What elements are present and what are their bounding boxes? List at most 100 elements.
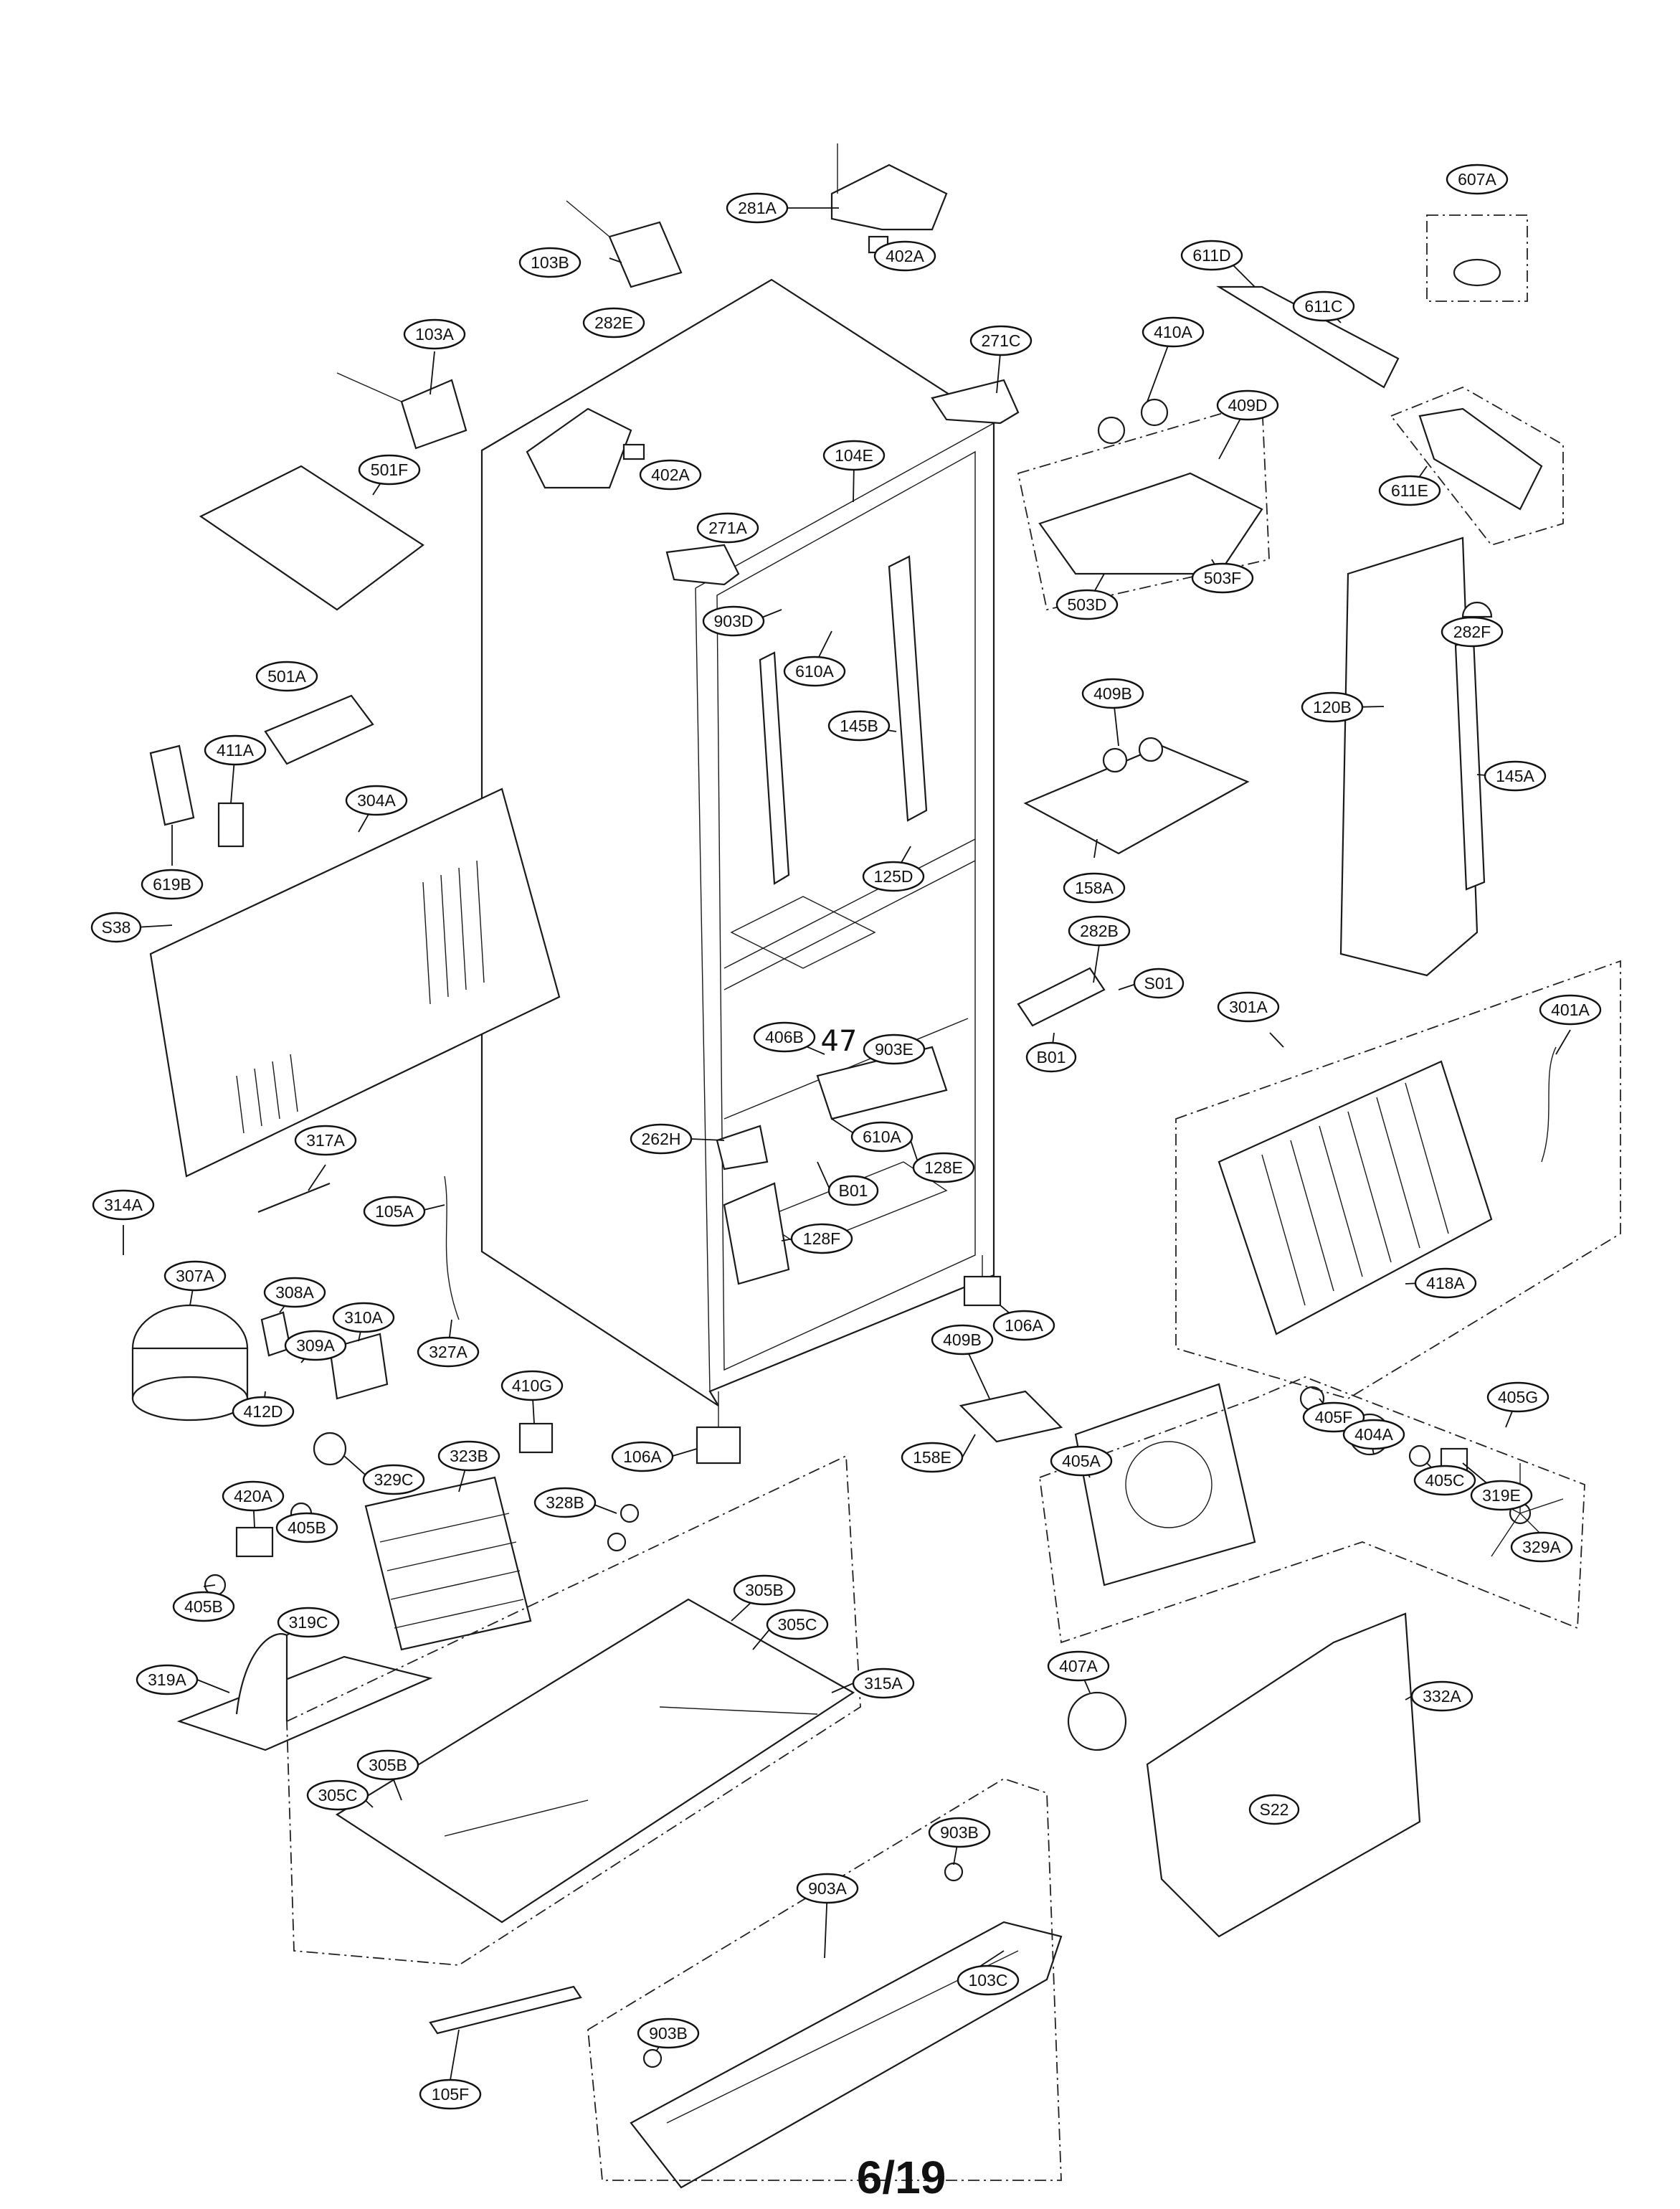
callout-text: 410A (1154, 323, 1192, 341)
callout-bubble (790, 1223, 853, 1254)
callout-text: 308A (275, 1283, 314, 1302)
leveling-foot-106a (696, 1391, 741, 1465)
lamp-socket-410a-b (1140, 398, 1169, 427)
callout-bubble (1248, 1794, 1300, 1825)
callout-bubble (1191, 562, 1254, 594)
hose-105a (444, 1176, 460, 1320)
callout-bubble (992, 1310, 1055, 1341)
bulb-409b-a (1102, 747, 1128, 773)
callout-bubble (696, 512, 759, 544)
callout-329a: 329A (1510, 1531, 1573, 1563)
callout-bubble (1068, 915, 1131, 947)
callout-410g: 410G (500, 1370, 564, 1401)
callout-bubble (1142, 316, 1205, 348)
callout-s38: S38 (90, 912, 142, 943)
callout-text: 327A (429, 1343, 468, 1361)
callout-bubble (518, 247, 582, 278)
callout-text: 120B (1313, 698, 1352, 716)
callout-bubble (863, 1033, 926, 1065)
callout-145b: 145B (827, 710, 891, 742)
callout-text: 319C (289, 1613, 328, 1632)
callout-903a: 903A (796, 1873, 859, 1904)
callout-bubble (1025, 1041, 1077, 1073)
bracket-319c (235, 1633, 288, 1721)
callout-420a: 420A (222, 1480, 285, 1512)
callout-158e: 158E (901, 1442, 964, 1473)
callout-bubble (1055, 589, 1119, 620)
callout-125d: 125D (862, 861, 925, 892)
hinge-271c (931, 379, 1020, 425)
callout-text: 409B (943, 1330, 982, 1349)
callout-bubble (637, 2018, 700, 2049)
callout-128e: 128E (912, 1152, 975, 1183)
callout-text: 903B (940, 1823, 979, 1842)
callout-text: 619B (153, 875, 191, 894)
callout-bubble (1216, 389, 1279, 421)
callout-332a: 332A (1410, 1680, 1473, 1712)
callout-text: 409B (1093, 684, 1132, 703)
callout-bubble (92, 1189, 155, 1221)
callout-405f: 405F (1302, 1401, 1365, 1433)
callout-903d: 903D (702, 605, 765, 637)
callout-text: 103B (531, 253, 569, 272)
callout-text: 104E (835, 446, 873, 465)
callout-text: 305C (318, 1786, 358, 1804)
callout-319e: 319E (1470, 1480, 1533, 1511)
callout-text: 271C (982, 331, 1021, 350)
callout-405b-a: 405B (275, 1512, 338, 1543)
callout-bubble (873, 240, 936, 272)
callout-bubble (1410, 1680, 1473, 1712)
callout-bubble (766, 1609, 829, 1640)
callout-501f: 501F (358, 454, 421, 486)
callout-text: 282F (1453, 623, 1491, 641)
callout-282f: 282F (1441, 616, 1504, 648)
callout-text: 405F (1315, 1408, 1352, 1427)
callout-text: 405B (288, 1518, 326, 1537)
callout-611e: 611E (1378, 475, 1441, 506)
callout-bubble (284, 1330, 347, 1361)
callout-text: 158A (1075, 879, 1114, 897)
callout-410a: 410A (1142, 316, 1205, 348)
callout-s01: S01 (1133, 968, 1185, 999)
group-boundaries (286, 214, 1621, 2181)
lamp-housing-503f (1038, 472, 1263, 575)
callout-103b: 103B (518, 247, 582, 278)
callout-text: 501F (371, 460, 408, 479)
pcb-501a (264, 694, 374, 765)
bracket-281a (830, 164, 948, 231)
callout-405a: 405A (1050, 1445, 1113, 1477)
callout-305b-low: 305B (356, 1749, 419, 1781)
box-128f (723, 1182, 790, 1285)
evaporator-301a (1218, 1060, 1493, 1335)
callout-402a-top: 402A (873, 240, 936, 272)
callout-text: 307A (176, 1267, 214, 1285)
callout-bubble (204, 734, 267, 766)
part-drawings (131, 143, 1564, 2189)
callout-text: 328B (546, 1493, 584, 1512)
callout-text: 503D (1068, 595, 1107, 614)
callout-text: 314A (104, 1196, 143, 1214)
callout-610a: 610A (850, 1121, 913, 1153)
callout-314a: 314A (92, 1189, 155, 1221)
callout-bubble (796, 1873, 859, 1904)
callout-bubble (332, 1302, 395, 1333)
grommet-405c (1408, 1444, 1431, 1467)
callout-bubble (827, 710, 891, 742)
callout-bubble (172, 1591, 235, 1622)
callout-text: 405B (184, 1597, 223, 1616)
strip-105f (429, 1985, 582, 2035)
callout-128f: 128F (790, 1223, 853, 1254)
callout-bubble (1081, 678, 1144, 709)
callout-bubble (783, 656, 846, 687)
callout-406b: 406B (753, 1021, 816, 1053)
bracket-262h (716, 1125, 769, 1170)
callout-text: 305B (369, 1756, 407, 1774)
callout-bubble (358, 454, 421, 486)
callout-text: 420A (234, 1487, 272, 1505)
callout-bubble (263, 1277, 326, 1308)
damper-407a (1067, 1691, 1127, 1751)
callout-bubble (232, 1396, 295, 1427)
callout-310a: 310A (332, 1302, 395, 1333)
callout-text: S01 (1144, 974, 1174, 993)
